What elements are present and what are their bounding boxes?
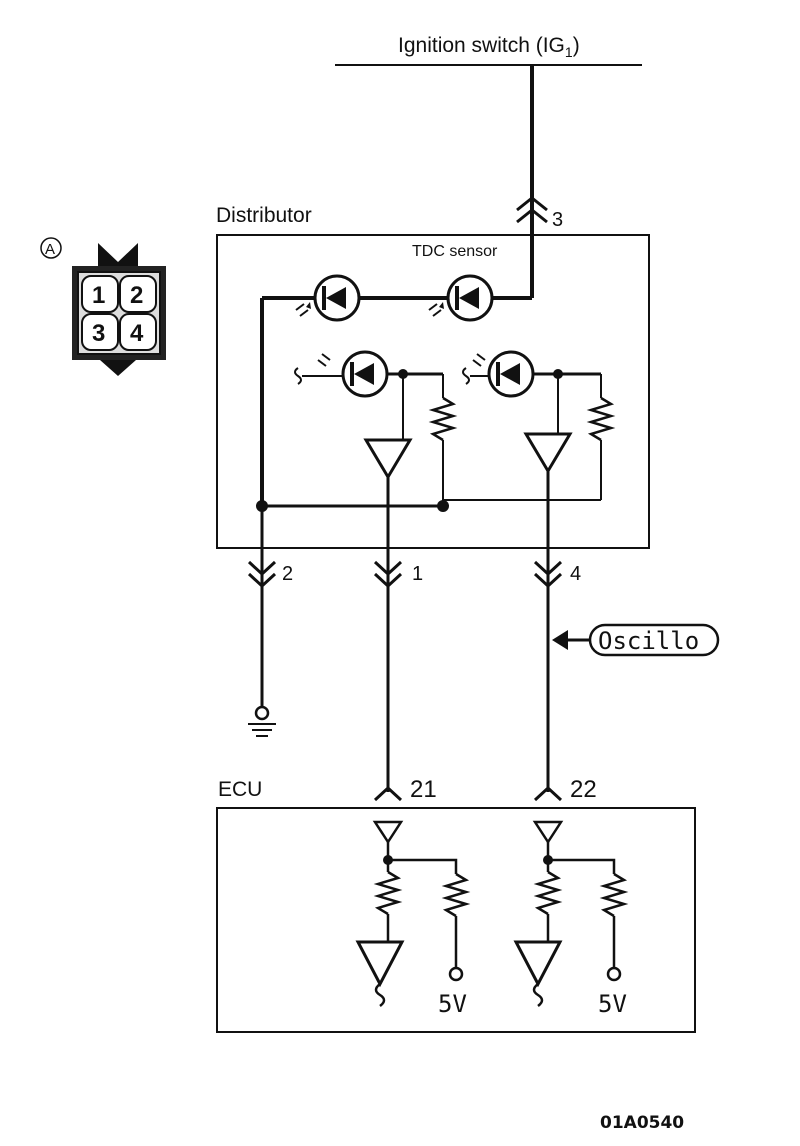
ecu-buffer-2-icon: [532, 820, 564, 845]
connector-pin-3: 3: [92, 320, 105, 347]
oscilloscope-probe: Oscillo: [552, 623, 720, 657]
terminal-21-connector: 21: [373, 776, 437, 803]
terminal-4-label: 4: [570, 563, 581, 585]
ecu-amplifier-2-icon: [513, 940, 563, 988]
connector-a-icon: A 1 2 3 4: [40, 237, 166, 376]
terminal-2-connector: 2: [247, 560, 293, 589]
ignition-switch-label: Ignition switch (IG1): [398, 34, 580, 60]
figure-code: 01A0540: [600, 1113, 684, 1133]
resistor-1-icon: [428, 396, 458, 442]
photodiode-2-icon: [462, 350, 535, 398]
led-emitter-chain: [260, 274, 532, 508]
terminal-1-label: 1: [412, 563, 423, 585]
terminal-3-connector: 3: [516, 196, 563, 231]
terminal-4-connector: 4: [533, 560, 581, 589]
ecu-pullup-resistor-2-icon: [599, 872, 629, 918]
ecu-amplifier-1-icon: [355, 940, 405, 988]
terminal-1-connector: 1: [373, 560, 423, 589]
ecu-series-resistor-2-icon: [533, 870, 563, 916]
led-1-icon: [295, 274, 361, 322]
connector-a-marker: A: [45, 241, 55, 258]
connector-pin-1: 1: [92, 282, 105, 309]
photodiode-circuit-2: [462, 350, 616, 500]
ecu-supply-terminal-1-icon: [448, 966, 464, 982]
ecu-input-circuit-1: 5V: [355, 820, 471, 1018]
ecu-series-resistor-1-icon: [373, 870, 403, 916]
output-wires: [260, 471, 550, 792]
ecu-input-circuit-2: 5V: [513, 820, 629, 1018]
photodiode-circuit-1: [294, 350, 458, 506]
ecu-label: ECU: [218, 778, 262, 801]
ecu-box: ECU: [216, 778, 696, 1033]
ignition-switch-line: Ignition switch (IG1): [335, 34, 642, 298]
distributor-label: Distributor: [216, 204, 312, 227]
distributor-box: Distributor TDC sensor: [216, 204, 650, 549]
connector-pin-2: 2: [130, 282, 143, 309]
ecu-supply-terminal-2-icon: [606, 966, 622, 982]
tdc-sensor-label: TDC sensor: [412, 243, 498, 260]
amplifier-1-icon: [363, 438, 413, 480]
ecu-supply-1-label: 5V: [438, 990, 467, 1018]
amplifier-2-icon: [523, 432, 573, 474]
photodiode-1-icon: [294, 350, 389, 398]
led-2-icon: [428, 274, 494, 322]
ground-icon: [248, 705, 276, 737]
resistor-2-icon: [586, 396, 616, 442]
terminal-3-label: 3: [552, 209, 563, 231]
terminal-22-connector: 22: [533, 776, 597, 803]
ecu-pullup-resistor-1-icon: [441, 872, 471, 918]
connector-pin-4: 4: [130, 320, 144, 347]
terminal-21-label: 21: [410, 776, 437, 803]
ecu-buffer-1-icon: [372, 820, 404, 845]
ecu-supply-2-label: 5V: [598, 990, 627, 1018]
terminal-22-label: 22: [570, 776, 597, 803]
oscillo-label: Oscillo: [598, 627, 699, 655]
terminal-2-label: 2: [282, 563, 293, 585]
